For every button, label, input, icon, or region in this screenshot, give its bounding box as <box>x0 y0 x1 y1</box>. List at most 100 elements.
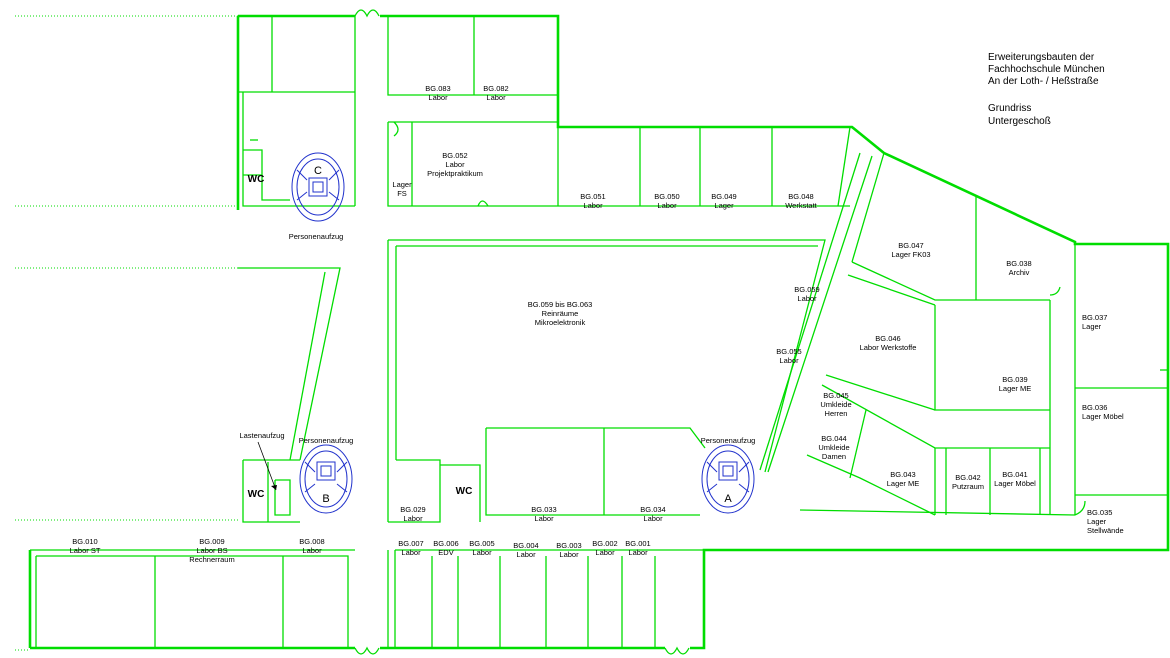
room-label-line: BG.049 <box>711 192 736 201</box>
elevator-c: C <box>291 152 345 222</box>
room-label-line: Labor <box>403 514 423 523</box>
room-label-line: Labor Werkstoffe <box>860 343 917 352</box>
room-label-line: Labor <box>797 294 817 303</box>
room-label-line: BG.059 <box>794 285 819 294</box>
room-label-line: Rechnerraum <box>189 555 234 564</box>
room-label-line: Labor <box>643 514 663 523</box>
room-label-line: BG.059 bis BG.063 <box>528 300 593 309</box>
walls-row-048-051 <box>558 126 851 207</box>
walls-upper-left <box>238 16 356 207</box>
room-label-line: Archiv <box>1009 268 1030 277</box>
wc-label-north: WC <box>248 174 265 185</box>
walls-east <box>759 152 1168 516</box>
room-label-line: BG.005 <box>469 539 494 548</box>
room-label-line: Labor <box>559 550 579 559</box>
room-label-line: BG.034 <box>640 505 665 514</box>
room-label-line: Labor <box>486 93 506 102</box>
room-label-line: Herren <box>825 409 848 418</box>
room-label-line: BG.055 <box>776 347 801 356</box>
room-label-line: BG.029 <box>400 505 425 514</box>
room-label-line: BG.044 <box>821 434 846 443</box>
room-label-line: BG.037 <box>1082 313 1107 322</box>
elevator-c-letter: C <box>314 165 322 177</box>
room-label-line: Labor <box>779 356 799 365</box>
door-arcs <box>354 9 1086 655</box>
room-label-line: Lager ME <box>887 479 920 488</box>
room-label-line: BG.001 <box>625 539 650 548</box>
title-line-3: An der Loth- / Heßstraße <box>988 76 1099 87</box>
room-label-line: Lager <box>1082 322 1102 331</box>
room-label-line: Labor <box>445 160 465 169</box>
lastenaufzug-arrow <box>257 441 277 491</box>
room-label-line: Stellwände <box>1087 526 1124 535</box>
elevator-c-caption: Personenaufzug <box>289 232 344 241</box>
walls-bottom-row <box>30 549 704 648</box>
room-label-line: Labor <box>583 201 603 210</box>
walls-lower-left <box>238 267 481 523</box>
room-label-line: Labor <box>657 201 677 210</box>
room-label-line: Labor <box>628 548 648 557</box>
room-label-line: Labor <box>401 548 421 557</box>
room-label-line: BG.042 <box>955 473 980 482</box>
wc-label-center: WC <box>456 486 473 497</box>
elevator-b-caption: Personenaufzug <box>299 436 354 445</box>
room-label-line: Reinräume <box>542 309 579 318</box>
room-label-line: BG.004 <box>513 541 538 550</box>
elevator-a: A <box>701 444 755 514</box>
room-label-line: Lager FK03 <box>891 250 930 259</box>
arrowhead-icon <box>271 485 277 490</box>
room-label-line: BG.051 <box>580 192 605 201</box>
room-label-line: Umkleide <box>820 400 851 409</box>
elevator-a-letter: A <box>724 493 732 505</box>
room-label-line: Labor <box>595 548 615 557</box>
title-line-1: Erweiterungsbauten der <box>988 52 1095 63</box>
room-label-line: BG.052 <box>442 151 467 160</box>
room-label-line: BG.083 <box>425 84 450 93</box>
plan-line-2: Untergeschoß <box>988 116 1051 127</box>
room-label-line: Damen <box>822 452 846 461</box>
room-label-line: BG.043 <box>890 470 915 479</box>
room-label-line: Labor ST <box>70 546 101 555</box>
room-label-line: BG.048 <box>788 192 813 201</box>
elevator-b: B <box>299 444 353 514</box>
room-label-line: BG.041 <box>1002 470 1027 479</box>
outer-walls <box>28 14 1170 650</box>
room-label-line: BG.008 <box>299 537 324 546</box>
room-label-line: BG.006 <box>433 539 458 548</box>
room-label-line: BG.045 <box>823 391 848 400</box>
room-label-line: Umkleide <box>818 443 849 452</box>
room-label-line: Lager Möbel <box>994 479 1036 488</box>
wc-label-west: WC <box>248 489 265 500</box>
title-line-2: Fachhochschule München <box>988 64 1105 75</box>
room-label-line: Mikroelektronik <box>535 318 586 327</box>
room-label-line: Lager ME <box>999 384 1032 393</box>
